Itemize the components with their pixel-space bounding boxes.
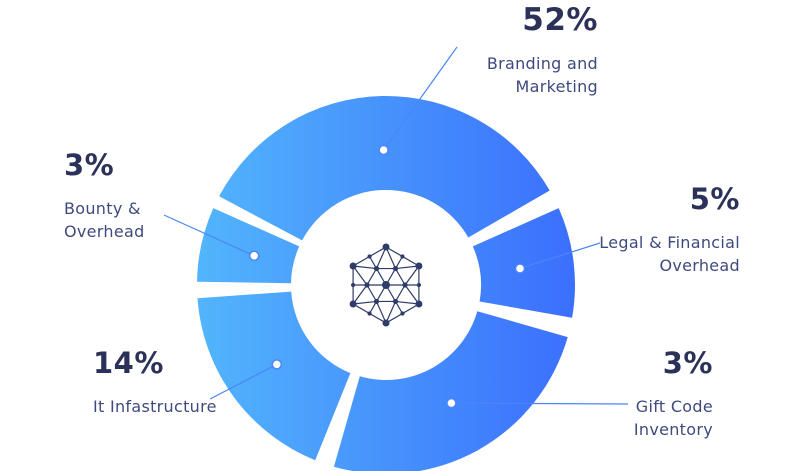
percent-gift: 3%	[662, 346, 713, 380]
caption-line: Legal & Financial	[599, 232, 740, 252]
donut-segments	[197, 95, 575, 471]
label-it-infastructure: 14% It Infastructure	[93, 346, 217, 418]
donut-segment-legal-financial-overhead	[472, 208, 575, 318]
label-branding-and-marketing: 52% Branding and Marketing	[487, 3, 598, 98]
leader-line-it-infastructure	[209, 363, 278, 400]
percent-it: 14%	[93, 346, 164, 380]
leader-dot-branding-and-marketing	[378, 144, 389, 156]
caption-line: Overhead	[64, 221, 145, 241]
leader-dot-legal-financial-overhead	[514, 263, 526, 274]
caption-it: It Infastructure	[93, 395, 217, 418]
percent-legal: 5%	[689, 182, 740, 216]
leader-lines	[163, 46, 629, 409]
caption-line: Gift Code	[635, 396, 713, 416]
caption-line: Branding and	[486, 54, 598, 74]
label-bounty-overhead: 3% Bounty & Overhead	[64, 148, 145, 243]
caption-line: Marketing	[515, 77, 598, 97]
leader-dot-bounty-overhead	[248, 250, 260, 262]
leader-line-legal-financial-overhead	[519, 242, 601, 270]
caption-legal: Legal & Financial Overhead	[599, 231, 740, 277]
leader-line-gift-code-inventory	[451, 402, 629, 405]
caption-gift: Gift Code Inventory	[634, 395, 713, 441]
center-network-icon	[349, 243, 423, 327]
percent-bounty: 3%	[64, 148, 115, 182]
caption-line: Overhead	[659, 255, 740, 275]
label-legal-financial-overhead: 5% Legal & Financial Overhead	[599, 182, 740, 277]
leader-line-bounty-overhead	[163, 214, 255, 257]
network-nodes	[349, 243, 423, 327]
percent-branding: 52%	[522, 2, 598, 38]
caption-line: It Infastructure	[93, 396, 217, 416]
caption-bounty: Bounty & Overhead	[64, 197, 145, 243]
donut-segment-gift-code-inventory	[333, 311, 568, 471]
donut-segment-it-infastructure	[197, 291, 351, 461]
caption-line: Bounty &	[64, 198, 141, 218]
caption-branding: Branding and Marketing	[487, 52, 598, 98]
donut-segment-branding-and-marketing	[219, 95, 550, 241]
caption-line: Inventory	[633, 419, 713, 439]
leader-dot-it-infastructure	[271, 359, 283, 370]
donut-segment-bounty-overhead	[197, 208, 300, 284]
leader-line-branding-and-marketing	[383, 46, 458, 151]
label-gift-code-inventory: 3% Gift Code Inventory	[634, 346, 713, 441]
leader-dot-gift-code-inventory	[446, 397, 457, 409]
